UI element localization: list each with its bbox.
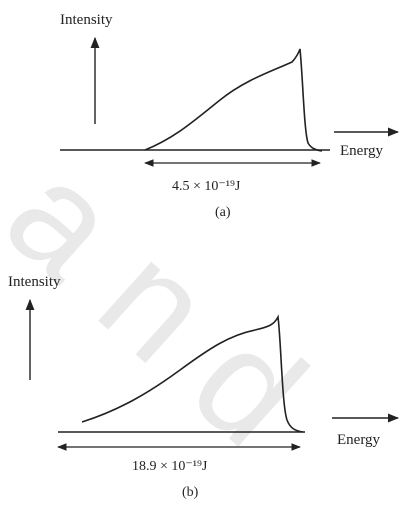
watermark: a n d [0,129,337,477]
panel-b-caption: (b) [182,485,199,500]
panel-a-y-axis-label: Intensity [60,12,113,28]
panel-a-caption: (a) [215,205,231,220]
panel-b-range-label: 18.9 × 10⁻¹⁹J [132,459,208,474]
panel-b: Intensity Energy 18.9 × 10⁻¹⁹J (b) [8,274,400,500]
panel-b-x-axis-label: Energy [337,432,381,448]
panel-a-range-label: 4.5 × 10⁻¹⁹J [172,179,241,194]
panel-b-y-axis-label: Intensity [8,274,61,290]
watermark-text: a n d [0,129,337,477]
panel-a-spectrum-curve [144,48,323,152]
panel-b-spectrum-curve [81,314,304,433]
panel-a-x-axis-label: Energy [340,143,384,159]
panel-a: Intensity Energy 4.5 × 10⁻¹⁹J (a) [60,12,400,220]
